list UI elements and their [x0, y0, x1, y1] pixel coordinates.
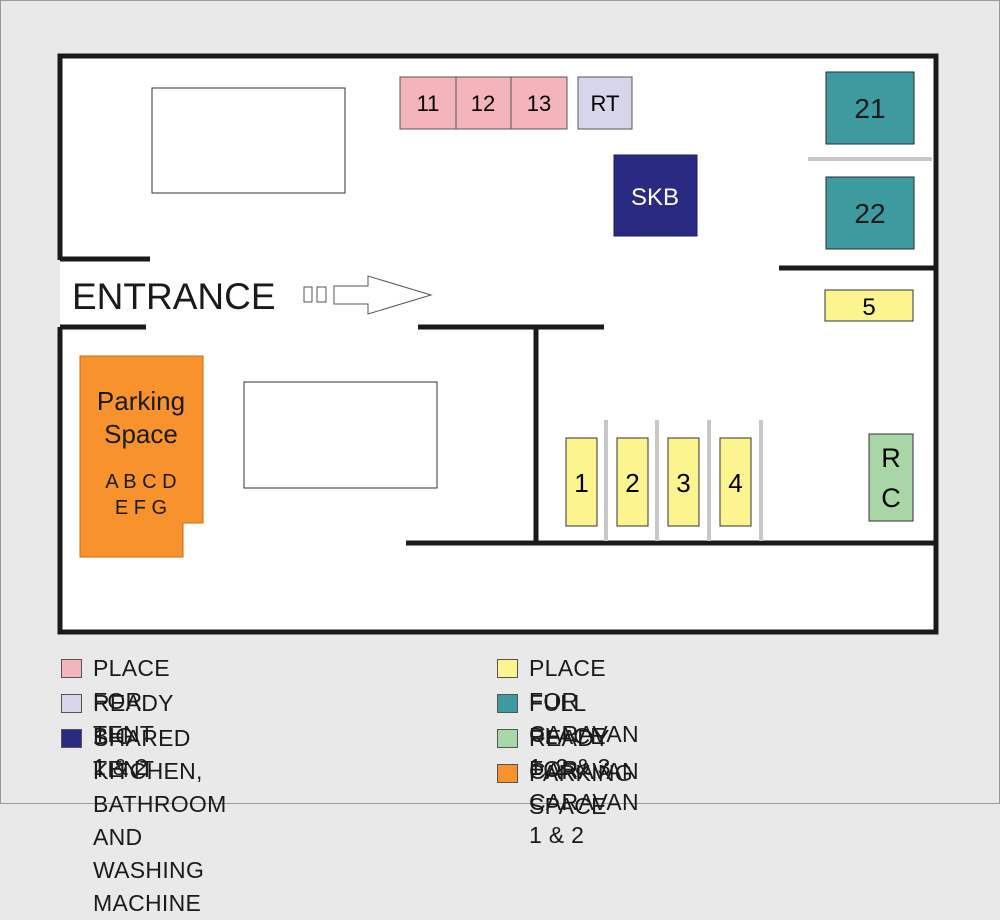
shared-facilities-label: SKB	[631, 184, 679, 211]
caravan-spot-5	[824, 289, 914, 322]
caravan-spot-2	[616, 437, 649, 527]
legend-label-caravan: PLACE FOR CARAVAN 1, 2 & 3	[529, 655, 639, 780]
tent-spot-11-label: 11	[417, 91, 440, 116]
campsite-map: ENTRANCE Parking Space A B C D E F G 11 …	[0, 0, 1000, 804]
full-caravan-spot-21	[825, 71, 915, 145]
legend-label-ready-caravan: READY CARAVAN	[529, 725, 639, 784]
full-caravan-spot-21-label: 21	[854, 93, 885, 124]
big-tent-label: RT	[591, 91, 620, 116]
legend-item-caravan: PLACE FOR CARAVAN 1, 2 & 3	[497, 652, 639, 784]
tent-spot-11	[399, 76, 457, 130]
legend-item-big-tent: READY BIG TENT	[61, 687, 173, 786]
shared-facilities-building	[613, 154, 698, 237]
legend-swatch-shared-facilities	[61, 729, 82, 748]
ready-caravan-label-line1: R	[881, 443, 901, 473]
legend-swatch-full-caravan	[497, 694, 518, 713]
building-middle	[243, 381, 438, 489]
tent-spot-12-label: 12	[471, 91, 495, 116]
building-top-left	[151, 87, 346, 194]
legend-swatch-tent	[61, 659, 82, 678]
parking-area	[79, 355, 204, 558]
full-caravan-spot-22	[825, 176, 915, 250]
arrow-tail-dash-1	[303, 286, 313, 303]
caravan-spot-3	[667, 437, 700, 527]
legend-label-big-tent: READY BIG TENT	[93, 690, 174, 782]
legend-item-ready-caravan: READY CARAVAN	[497, 722, 639, 788]
legend-swatch-ready-caravan	[497, 729, 518, 748]
arrow-tail-dash-2	[316, 286, 327, 303]
caravan-spot-5-label: 5	[862, 294, 875, 321]
tent-spot-13-label: 13	[527, 91, 551, 116]
legend-swatch-caravan	[497, 659, 518, 678]
ready-caravan-spot	[868, 433, 914, 522]
caravan-spot-1	[565, 437, 598, 527]
parking-codes-line2: E F G	[115, 497, 167, 519]
legend-swatch-parking	[497, 764, 518, 783]
full-caravan-spot-22-label: 22	[854, 198, 885, 229]
arrow-head	[333, 275, 433, 315]
caravan-dividers	[604, 157, 932, 541]
legend-item-shared-facilities: SHARED KITCHEN, BATHROOM AND WASHING MAC…	[61, 722, 227, 920]
legend-label-parking: PARKING SPACE	[529, 760, 633, 819]
legend-item-tent: PLACE FOR TENT 1 & 2	[61, 652, 170, 784]
entrance-label: ENTRANCE	[72, 276, 276, 317]
tent-spot-13	[510, 76, 568, 130]
legend-label-tent: PLACE FOR TENT 1 & 2	[93, 655, 170, 780]
legend-item-parking: PARKING SPACE	[497, 757, 633, 823]
legend-swatch-big-tent	[61, 694, 82, 713]
parking-title-line2: Space	[104, 419, 178, 449]
arrow-right-icon	[303, 275, 433, 315]
legend-label-shared-facilities: SHARED KITCHEN, BATHROOM AND WASHING MAC…	[93, 725, 227, 916]
caravan-spot-3-label: 3	[676, 468, 690, 498]
tent-spot-12	[455, 76, 512, 130]
ready-caravan-label-line2: C	[881, 483, 901, 513]
caravan-spot-1-label: 1	[574, 468, 588, 498]
caravan-spot-4-label: 4	[728, 468, 742, 498]
caravan-spot-2-label: 2	[625, 468, 639, 498]
wall-top-left	[57, 53, 939, 635]
parking-codes-line1: A B C D	[105, 471, 176, 493]
big-tent-spot	[577, 76, 633, 130]
site-walls	[57, 53, 939, 635]
parking-title-line1: Parking	[97, 386, 185, 416]
caravan-spot-4	[719, 437, 752, 527]
